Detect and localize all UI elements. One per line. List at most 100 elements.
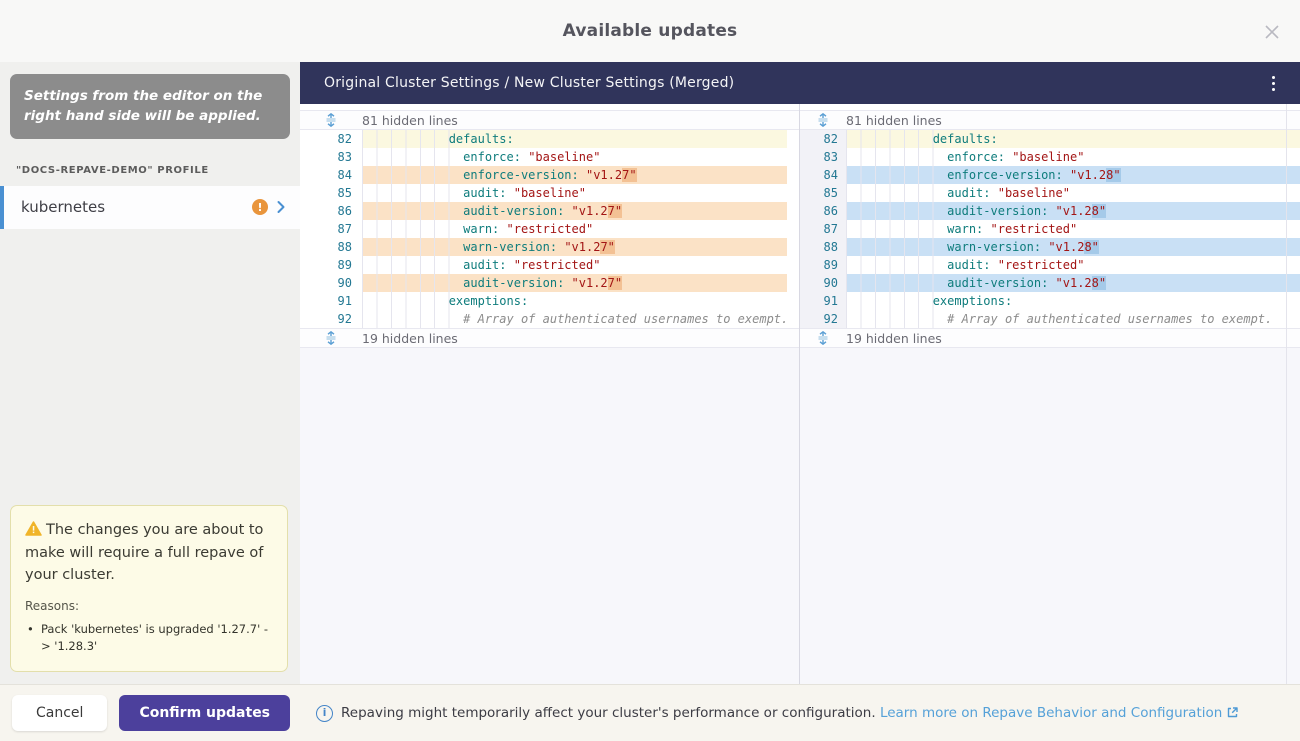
- diff-line: 91 exemptions:: [300, 292, 799, 310]
- pane-divider: [799, 104, 800, 684]
- repave-warning-box: The changes you are about to make will r…: [10, 505, 288, 672]
- editor-hint-tooltip: Settings from the editor on the right ha…: [10, 74, 290, 139]
- external-link-icon: [1228, 707, 1239, 718]
- warning-triangle-icon: [25, 521, 42, 536]
- hidden-lines-label: 19 hidden lines: [846, 330, 942, 346]
- diff-line: 85 audit: "baseline": [300, 184, 799, 202]
- line-number: 88: [337, 240, 352, 254]
- hidden-lines-toggle[interactable]: 81 hidden lines: [300, 110, 799, 130]
- line-number: 87: [800, 220, 846, 238]
- indent-guides: [846, 166, 934, 184]
- line-number: 91: [800, 292, 846, 310]
- profile-label: "DOCS-REPAVE-DEMO" PROFILE: [16, 164, 209, 176]
- diff-line: 88 warn-version: "v1.27": [300, 238, 799, 256]
- indent-guides: [846, 274, 934, 292]
- diff-line: 83 enforce: "baseline": [300, 148, 799, 166]
- unfold-lines-icon: [818, 331, 828, 345]
- hidden-lines-toggle[interactable]: 19 hidden lines: [800, 328, 1300, 348]
- line-number: 91: [337, 294, 352, 308]
- indent-guides: [846, 148, 934, 166]
- warning-message: The changes you are about to make will r…: [25, 522, 264, 584]
- editor-empty-area: [300, 348, 799, 684]
- diff-line: 90 audit-version: "v1.27": [300, 274, 799, 292]
- line-number: 83: [337, 150, 352, 164]
- pack-warning-badge-icon: !: [252, 199, 268, 215]
- diff-line: 84 enforce-version: "v1.27": [300, 166, 799, 184]
- indent-guides: [846, 130, 934, 148]
- line-number: 92: [800, 310, 846, 328]
- line-number: 86: [337, 204, 352, 218]
- unfold-lines-icon: [326, 331, 336, 345]
- cancel-button[interactable]: Cancel: [12, 695, 108, 731]
- original-settings-pane[interactable]: 81 hidden lines 82 defaults:83 enforce: "…: [300, 104, 799, 684]
- unfold-lines-icon: [818, 113, 828, 127]
- repave-docs-link[interactable]: Learn more on Repave Behavior and Config…: [879, 705, 1223, 721]
- modal-footer: Cancel Confirm updates i Repaving might …: [0, 684, 1300, 741]
- indent-guides: [362, 202, 450, 220]
- info-icon: i: [316, 704, 334, 722]
- diff-line: 82 defaults:: [300, 130, 799, 148]
- indent-guides: [362, 166, 450, 184]
- sidebar-spacer: [0, 229, 300, 506]
- merged-settings-pane[interactable]: 81 hidden lines 82 defaults:83 enforce: "…: [800, 104, 1300, 684]
- hidden-lines-label: 81 hidden lines: [362, 112, 458, 128]
- line-number: 87: [337, 222, 352, 236]
- kebab-menu-button[interactable]: [1262, 70, 1284, 96]
- close-icon: [1265, 25, 1279, 39]
- hidden-lines-label: 81 hidden lines: [846, 112, 942, 128]
- modal-title: Available updates: [562, 21, 738, 41]
- diff-line: 89 audit: "restricted": [300, 256, 799, 274]
- diff-line: 92 # Array of authenticated usernames to…: [300, 310, 799, 328]
- diff-line: 91 exemptions:: [800, 292, 1300, 310]
- reason-item: Pack 'kubernetes' is upgraded '1.27.7' -…: [25, 621, 273, 656]
- indent-guides: [846, 202, 934, 220]
- line-number: 90: [800, 274, 846, 292]
- diff-line: 92 # Array of authenticated usernames to…: [800, 310, 1300, 328]
- hidden-lines-label: 19 hidden lines: [362, 330, 458, 346]
- indent-guides: [362, 220, 450, 238]
- line-number: 84: [337, 168, 352, 182]
- indent-guides: [846, 292, 934, 310]
- diff-editor: 81 hidden lines 82 defaults:83 enforce: "…: [300, 104, 1300, 684]
- confirm-updates-button[interactable]: Confirm updates: [119, 695, 291, 731]
- sidebar-item-kubernetes[interactable]: kubernetes !: [0, 185, 300, 229]
- diff-header: Original Cluster Settings / New Cluster …: [300, 62, 1300, 104]
- reasons-list: Pack 'kubernetes' is upgraded '1.27.7' -…: [25, 621, 273, 656]
- line-number: 89: [337, 258, 352, 272]
- indent-guides: [846, 310, 934, 328]
- diff-line: 82 defaults:: [800, 130, 1300, 148]
- unfold-lines-icon: [326, 113, 336, 127]
- line-number: 82: [337, 132, 352, 146]
- line-number: 92: [337, 312, 352, 326]
- hidden-lines-toggle[interactable]: 19 hidden lines: [300, 328, 799, 348]
- diff-line: 90 audit-version: "v1.28": [800, 274, 1300, 292]
- diff-line: 88 warn-version: "v1.28": [800, 238, 1300, 256]
- editor-empty-area: [800, 348, 1300, 684]
- line-number: 88: [800, 238, 846, 256]
- diff-line: 89 audit: "restricted": [800, 256, 1300, 274]
- indent-guides: [846, 184, 934, 202]
- diff-line: 87 warn: "restricted": [800, 220, 1300, 238]
- hidden-lines-toggle[interactable]: 81 hidden lines: [800, 110, 1300, 130]
- repave-info-note: i Repaving might temporarily affect your…: [316, 704, 1239, 722]
- reasons-label: Reasons:: [25, 598, 80, 613]
- pack-name: kubernetes: [21, 198, 106, 216]
- diff-line: 83 enforce: "baseline": [800, 148, 1300, 166]
- indent-guides: [362, 184, 450, 202]
- line-number: 85: [337, 186, 352, 200]
- chevron-right-icon: [277, 201, 285, 213]
- close-button[interactable]: [1262, 22, 1282, 42]
- line-number: 83: [800, 148, 846, 166]
- indent-guides: [362, 274, 450, 292]
- line-number: 84: [800, 166, 846, 184]
- indent-guides: [362, 148, 450, 166]
- profile-sidebar: Settings from the editor on the right ha…: [0, 62, 300, 684]
- line-number: 86: [800, 202, 846, 220]
- modal-header: Available updates: [0, 0, 1300, 62]
- diff-line: 87 warn: "restricted": [300, 220, 799, 238]
- diff-line: 85 audit: "baseline": [800, 184, 1300, 202]
- line-number: 90: [337, 276, 352, 290]
- diff-line: 86 audit-version: "v1.28": [800, 202, 1300, 220]
- diff-line: 84 enforce-version: "v1.28": [800, 166, 1300, 184]
